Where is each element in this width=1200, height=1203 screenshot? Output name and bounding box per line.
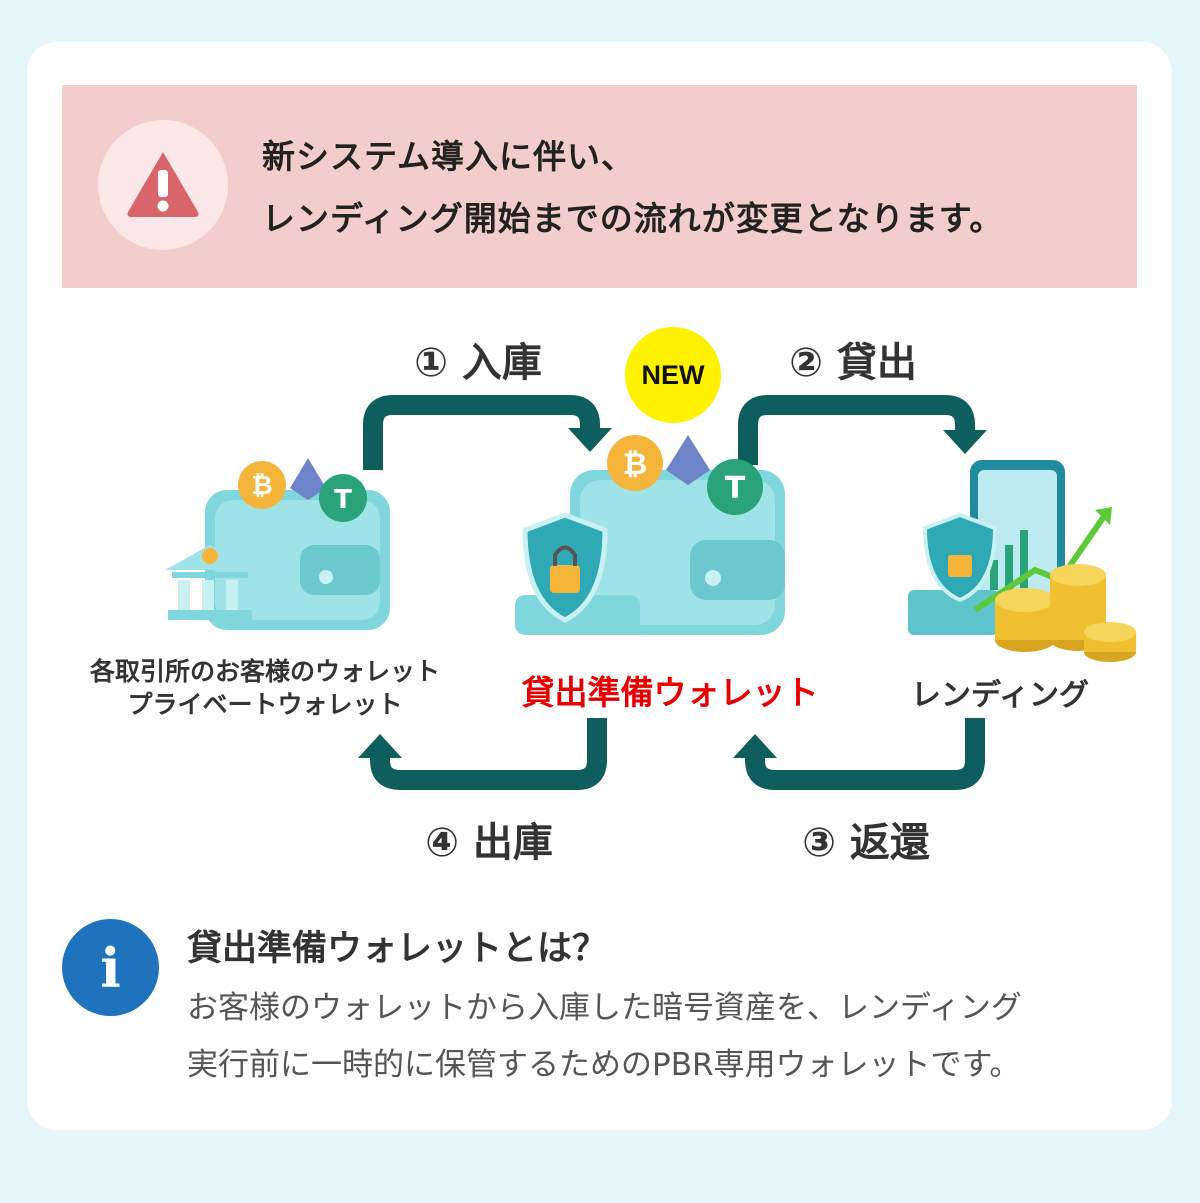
svg-text:₿: ₿ [251,471,272,501]
svg-text:T: T [725,471,746,506]
svg-text:T: T [334,485,352,515]
banner-line-1: 新システム導入に伴い、 [262,137,636,176]
svg-text:₿: ₿ [623,447,647,482]
customer-wallet-label-2: プライベートウォレット [127,690,403,719]
arrow-return [745,718,985,790]
customer-wallet-label-1: 各取引所のお客様のウォレット [89,657,441,686]
step-lend-label: ② 貸出 [789,340,917,386]
lending-label: レンディング [911,678,1089,713]
warning-icon [98,120,228,250]
prep-wallet-illustration: ₿ T [515,435,785,635]
notice-banner [62,85,1137,288]
info-icon: i [62,919,159,1016]
info-title: 貸出準備ウォレットとは？ [187,929,608,969]
arrow-lend [738,395,975,465]
lending-illustration [908,460,1136,662]
arrow-deposit [363,395,600,470]
info-body-line-1: お客様のウォレットから入庫した暗号資産を、レンディング [187,990,1022,1026]
step-withdraw-label: ④ 出庫 [425,820,553,866]
step-return-label: ③ 返還 [802,820,930,866]
step-deposit-label: ① 入庫 [414,340,542,386]
arrow-withdraw [370,718,607,790]
banner-line-2: レンディング開始までの流れが変更となります。 [262,199,1004,238]
info-body-line-2: 実行前に一時的に保管するためのPBR専用ウォレットです。 [187,1047,1021,1083]
prep-wallet-label: 貸出準備ウォレット [521,673,819,712]
new-badge: NEW [625,327,721,423]
customer-wallet-illustration: ₿ T [165,458,390,630]
